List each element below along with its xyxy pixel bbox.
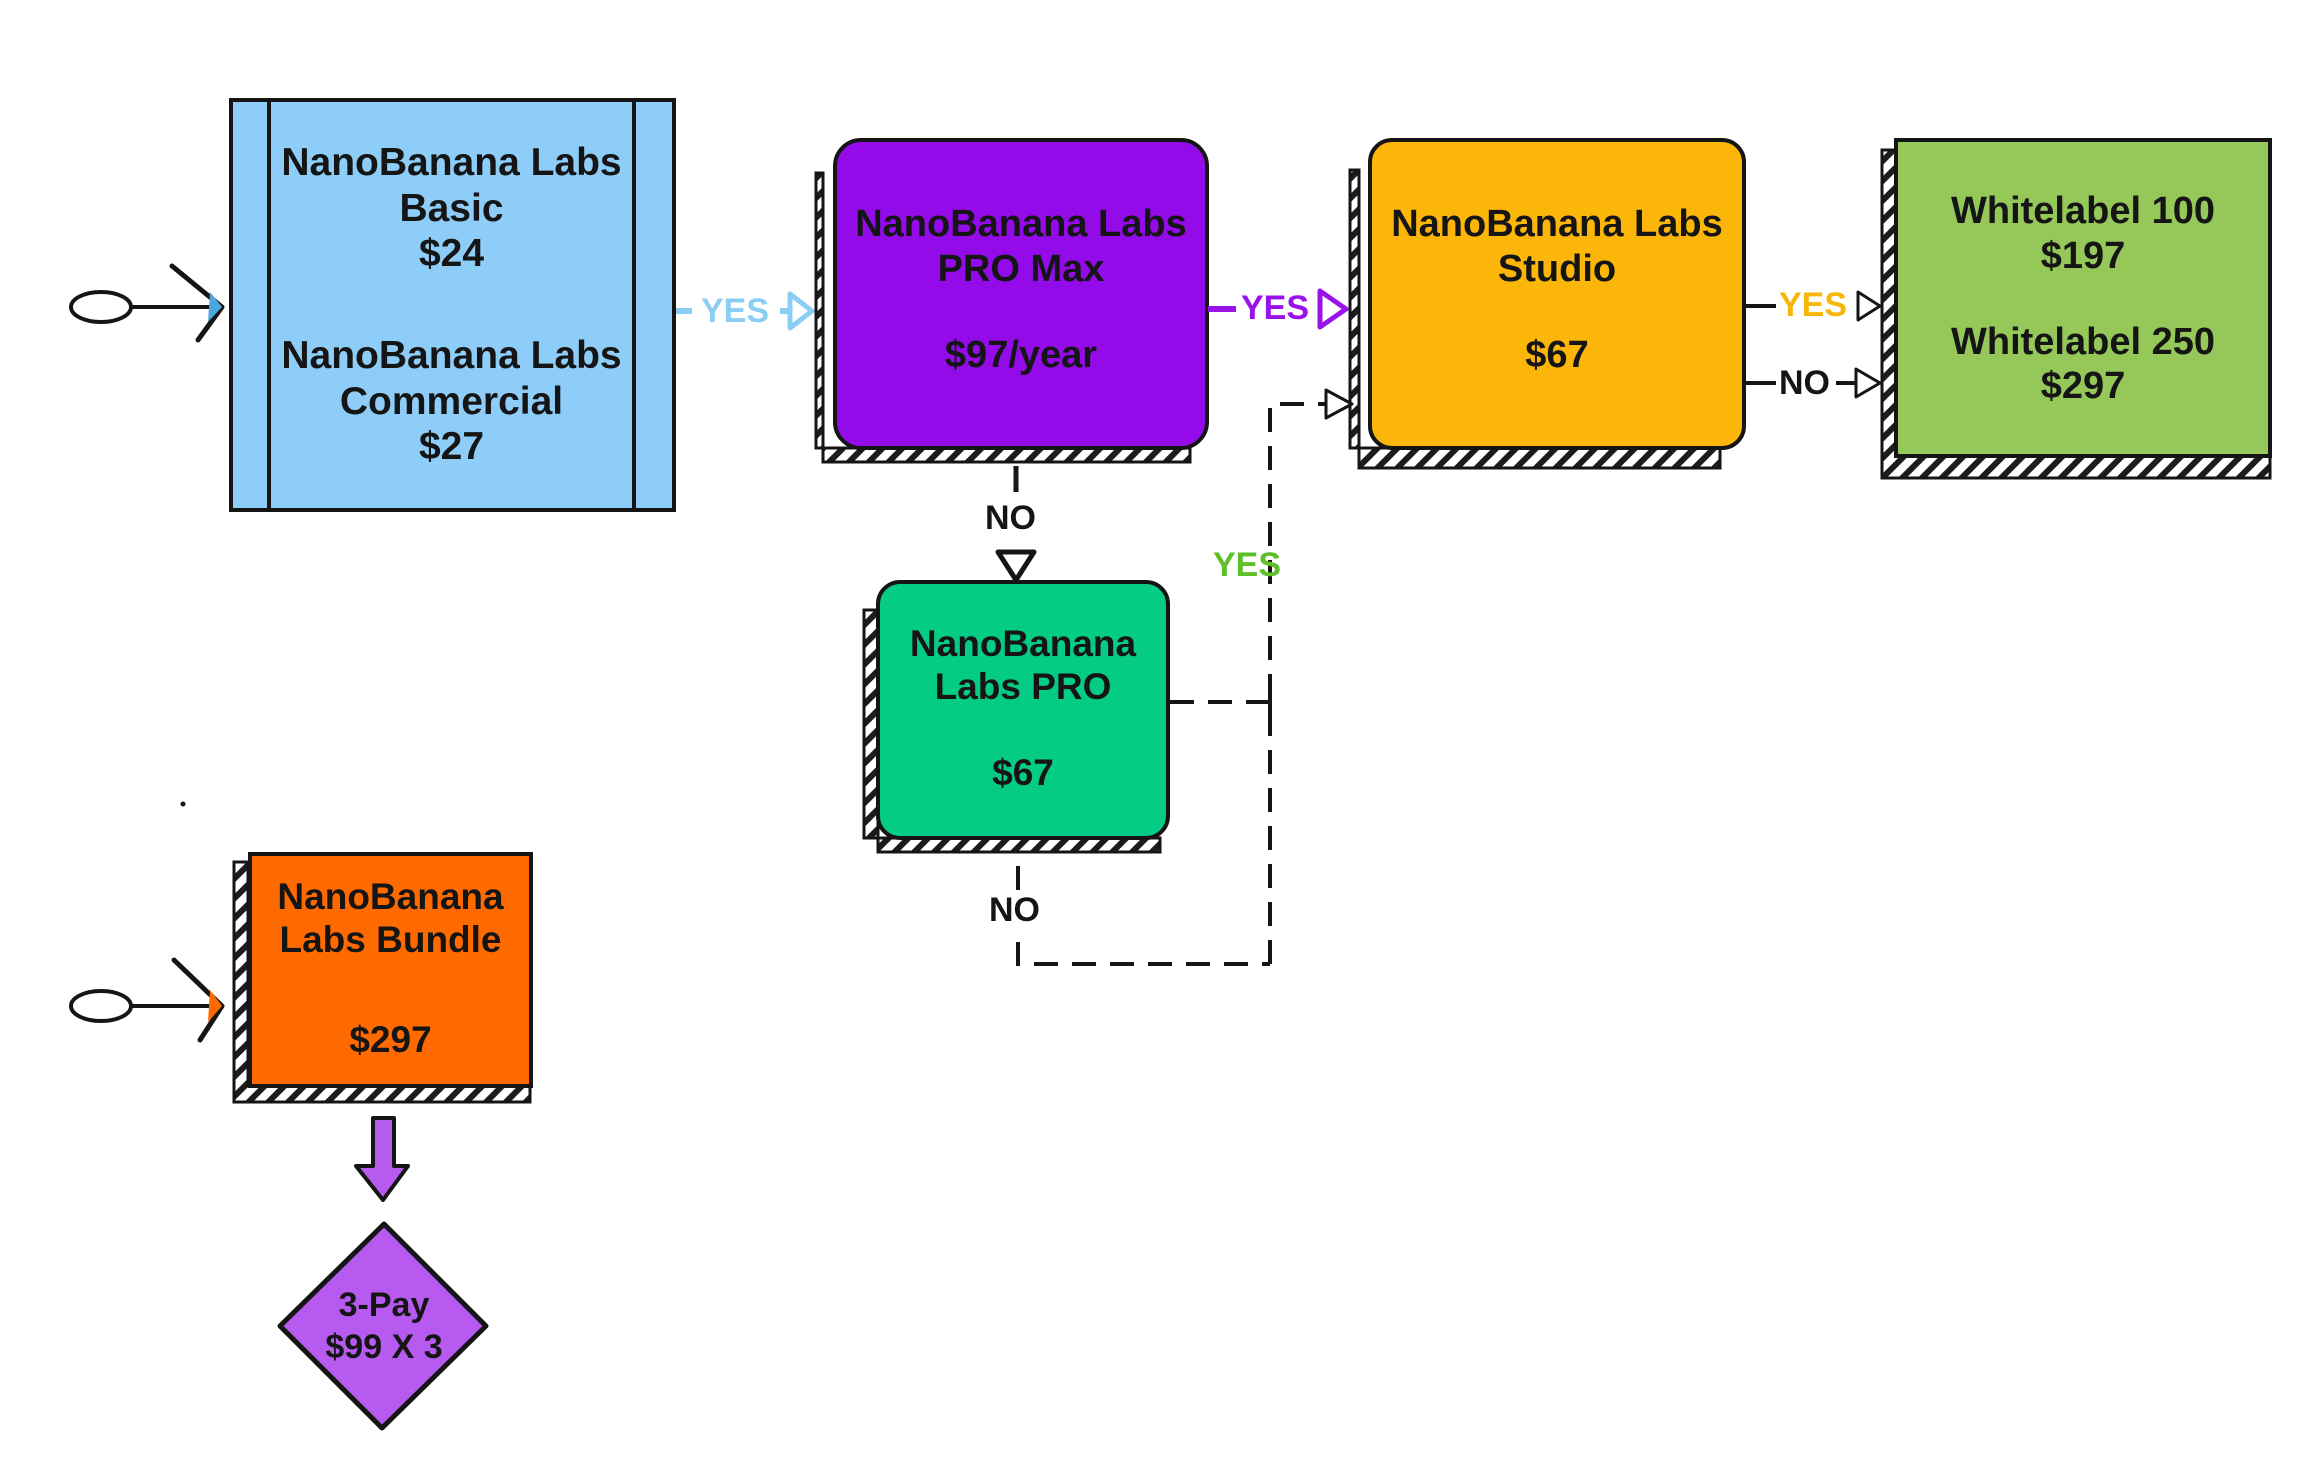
basic-price: $24	[418, 232, 485, 276]
pro-max-title-1: NanoBanana Labs	[855, 203, 1187, 246]
whitelabel-node[interactable]	[1880, 138, 2272, 480]
bundle-node[interactable]	[232, 852, 533, 1104]
down-arrow-bundle-to-3pay	[354, 1116, 410, 1202]
edge-promax-to-studio	[1208, 288, 1349, 330]
basic-title-2: Basic	[399, 186, 504, 230]
pro-price: $67	[992, 751, 1054, 793]
label-studio-no: NO	[1776, 363, 1833, 403]
edge-basic-to-promax	[676, 291, 815, 331]
pro-title-1: NanoBanana	[909, 623, 1137, 665]
basic-commercial-text: NanoBanana Labs Basic $24 NanoBanana Lab…	[271, 100, 632, 510]
commercial-title-2: Commercial	[339, 379, 564, 423]
whitelabel-text: Whitelabel 100 $197 Whitelabel 250 $297	[1898, 168, 2268, 430]
commercial-price: $27	[418, 425, 485, 469]
start-marker-bundle	[69, 957, 225, 1043]
whitelabel-250-price: $297	[2040, 365, 2126, 408]
edge-studio-to-whitelabel-no	[1746, 367, 1882, 399]
three-pay-node[interactable]	[277, 1221, 489, 1431]
bundle-title-1: NanoBanana	[277, 876, 504, 918]
whitelabel-250-title: Whitelabel 250	[1951, 321, 2215, 363]
start-marker-main	[69, 263, 225, 343]
pro-max-price: $97/year	[944, 334, 1098, 377]
pro-title-2: Labs PRO	[934, 666, 1112, 708]
three-pay-text: 3-Pay $99 X 3	[300, 1276, 468, 1376]
label-promax-yes: YES	[1238, 288, 1313, 328]
studio-title-1: NanoBanana Labs	[1391, 203, 1723, 246]
bundle-title-2: Labs Bundle	[279, 919, 502, 961]
bundle-text: NanoBanana Labs Bundle $297	[252, 870, 529, 1066]
bundle-price: $297	[349, 1018, 432, 1060]
studio-price: $67	[1525, 334, 1589, 377]
label-basic-yes: YES	[698, 291, 773, 331]
arrowhead-into-studio	[1324, 388, 1354, 420]
studio-title-2: Studio	[1497, 247, 1617, 290]
pro-text: NanoBanana Labs PRO $67	[880, 618, 1166, 798]
three-pay-price: $99 X 3	[325, 1328, 443, 1366]
pro-max-title-2: PRO Max	[937, 247, 1105, 290]
stray-dot	[180, 801, 186, 807]
commercial-title-1: NanoBanana Labs	[281, 334, 622, 377]
edge-pro-to-studio-dashed	[1016, 402, 1326, 966]
label-promax-no: NO	[982, 498, 1039, 538]
label-studio-yes: YES	[1776, 285, 1851, 325]
label-pro-yes: YES	[1213, 546, 1282, 584]
three-pay-title: 3-Pay	[338, 1285, 430, 1324]
label-pro-no: NO	[986, 890, 1043, 930]
pro-max-text: NanoBanana Labs PRO Max $97/year	[837, 200, 1205, 380]
studio-text: NanoBanana Labs Studio $67	[1372, 200, 1742, 380]
studio-node[interactable]	[1348, 138, 1746, 470]
edge-studio-to-whitelabel-yes	[1746, 290, 1882, 322]
edge-promax-to-pro	[995, 466, 1037, 583]
basic-title-1: NanoBanana Labs	[281, 141, 622, 185]
whitelabel-100-title: Whitelabel 100	[1951, 190, 2215, 233]
basic-commercial-node[interactable]	[229, 98, 676, 512]
whitelabel-100-price: $197	[2040, 234, 2126, 277]
pro-max-node[interactable]	[814, 138, 1209, 464]
pro-node[interactable]	[862, 580, 1170, 854]
